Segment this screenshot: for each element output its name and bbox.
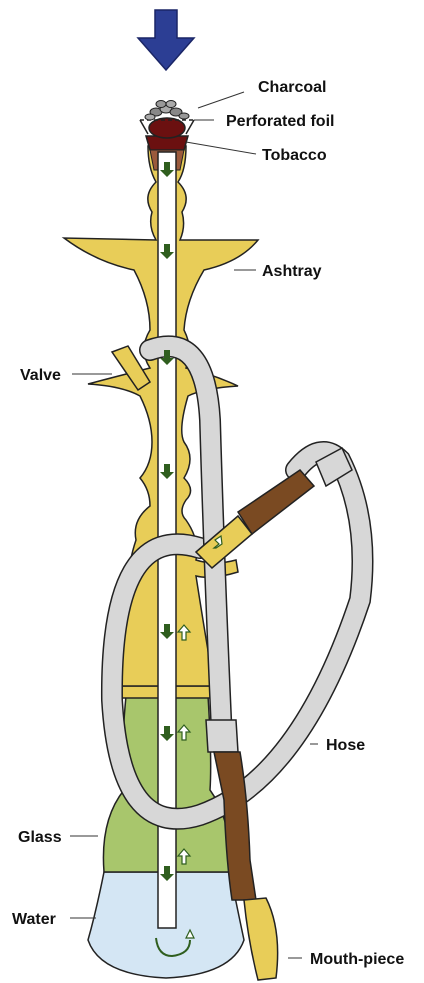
- mouth-piece: [244, 898, 278, 980]
- tobacco-label: Tobacco: [262, 147, 327, 164]
- tobacco-leader: [186, 142, 256, 154]
- hose-tip: [206, 720, 238, 752]
- water-label: Water: [12, 911, 56, 928]
- glass-label: Glass: [18, 829, 62, 846]
- ashtray-label: Ashtray: [262, 263, 322, 280]
- charcoal-pile: [145, 101, 189, 121]
- valve-label: Valve: [20, 367, 61, 384]
- airflow-in-arrow-icon: [138, 10, 194, 70]
- charcoal-label: Charcoal: [258, 79, 326, 96]
- foil-label: Perforated foil: [226, 113, 334, 130]
- mouthpiece-label: Mouth-piece: [310, 951, 404, 968]
- hose-label: Hose: [326, 737, 365, 754]
- charcoal-leader: [198, 92, 244, 108]
